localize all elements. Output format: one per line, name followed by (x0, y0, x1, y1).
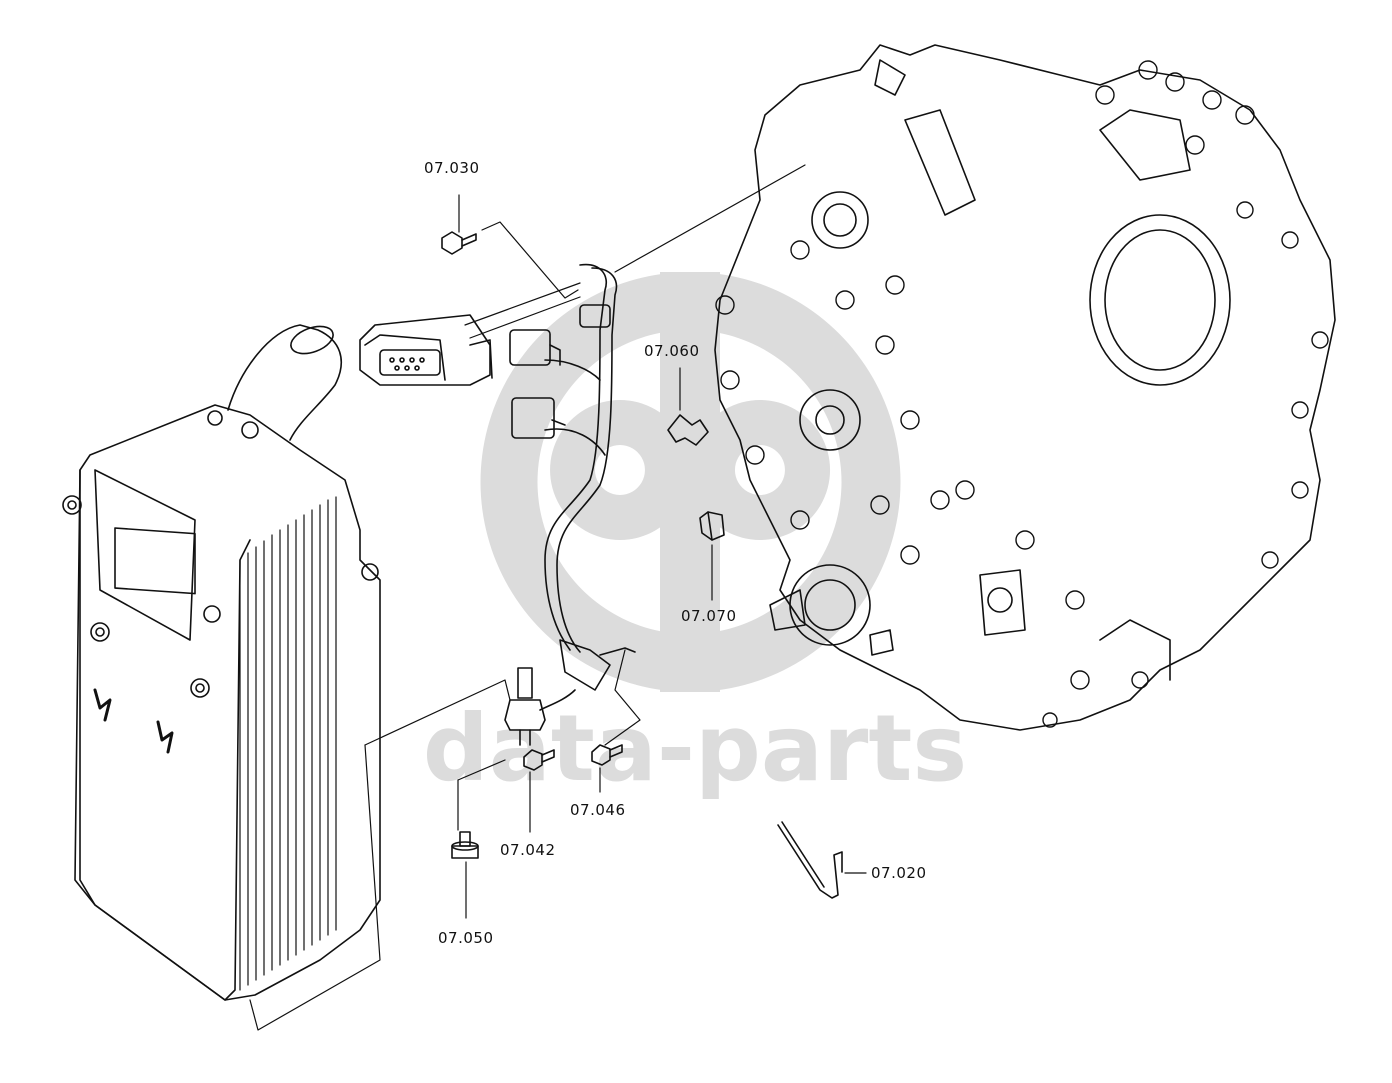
transmission-housing (714, 44, 1336, 731)
callout-07060[interactable]: 07.060 (644, 342, 700, 360)
connector-plug (359, 314, 493, 386)
callout-07050[interactable]: 07.050 (438, 929, 494, 947)
cable-tie (777, 821, 843, 899)
clip-07070 (699, 511, 725, 541)
callout-07046[interactable]: 07.046 (570, 801, 626, 819)
oil-cooler (62, 324, 381, 1001)
sensor (504, 667, 546, 746)
screw-07046 (591, 744, 623, 766)
screw-07030 (441, 231, 477, 255)
callout-07042[interactable]: 07.042 (500, 841, 556, 859)
leader-lines (249, 164, 867, 1031)
callout-07020[interactable]: 07.020 (871, 864, 927, 882)
callout-07070[interactable]: 07.070 (681, 607, 737, 625)
callout-07030[interactable]: 07.030 (424, 159, 480, 177)
clip-07060 (667, 414, 709, 446)
watermark-text: data-parts (423, 695, 967, 802)
screw-07042 (523, 749, 555, 771)
wiring-harness (509, 263, 636, 711)
screw-07050 (451, 831, 479, 859)
